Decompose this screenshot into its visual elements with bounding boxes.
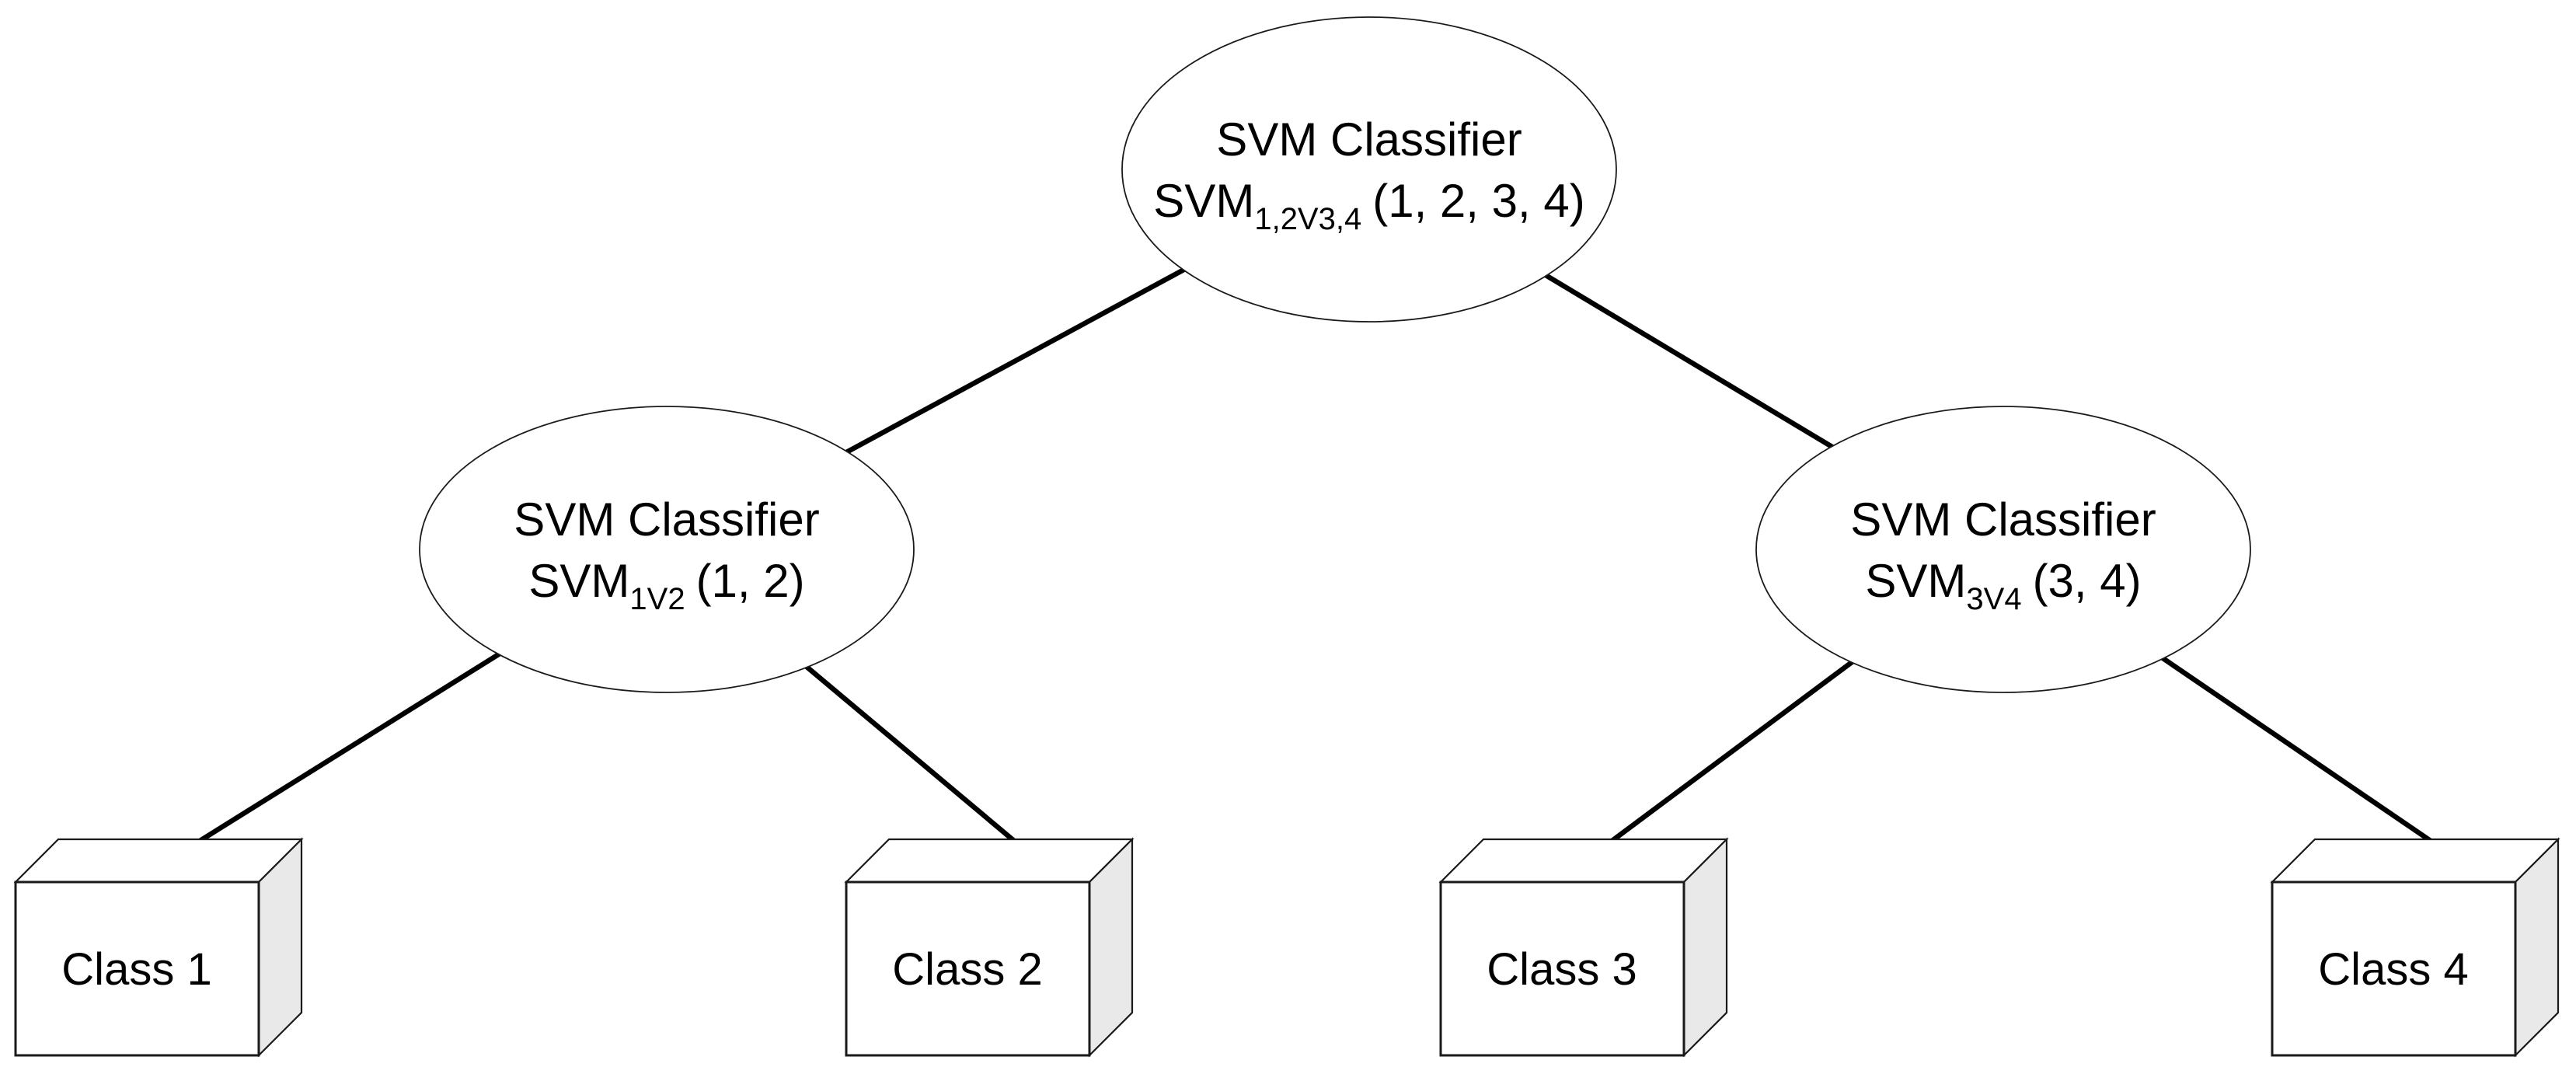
class-2-label: Class 2: [892, 944, 1042, 995]
right-formula-svm: SVM: [1865, 555, 1966, 607]
leaf-box-class-3: Class 3: [1438, 837, 1729, 1058]
root-ellipse: [1121, 16, 1617, 323]
root-formula: SVM1,2V3,4 (1, 2, 3, 4): [1153, 175, 1584, 236]
root-formula-args: (1, 2, 3, 4): [1372, 175, 1584, 227]
left-title: SVM Classifier: [514, 493, 819, 546]
right-title: SVM Classifier: [1850, 493, 2156, 546]
class-4-label: Class 4: [2318, 944, 2468, 995]
node-left-classifier: SVM Classifier SVM1V2 (1, 2): [419, 406, 915, 693]
left-formula-subscript: 1V2: [629, 582, 685, 616]
node-root-classifier: SVM Classifier SVM1,2V3,4 (1, 2, 3, 4): [1121, 16, 1617, 323]
leaf-box-class-1: Class 1: [13, 837, 304, 1058]
class-3-box-top-face: [1438, 838, 1729, 884]
left-formula-args: (1, 2): [696, 555, 805, 607]
class-1-box-front-face: [14, 880, 260, 1057]
right-formula: SVM3V4 (3, 4): [1865, 555, 2141, 616]
class-2-box-front-face: [845, 880, 1091, 1057]
right-ellipse: [1755, 406, 2251, 693]
class-1-box-top-face: [13, 838, 304, 884]
class-1-label: Class 1: [61, 944, 211, 995]
class-3-label: Class 3: [1487, 944, 1637, 995]
class-4-box-front-face: [2271, 880, 2517, 1057]
right-formula-args: (3, 4): [2033, 555, 2142, 607]
class-4-box-top-face: [2270, 838, 2560, 884]
class-3-box-front-face: [1439, 880, 1685, 1057]
right-formula-subscript: 3V4: [1966, 582, 2021, 616]
left-ellipse: [419, 406, 915, 693]
left-formula: SVM1V2 (1, 2): [528, 555, 804, 616]
root-title: SVM Classifier: [1216, 113, 1522, 166]
node-right-classifier: SVM Classifier SVM3V4 (3, 4): [1755, 406, 2251, 693]
root-formula-svm: SVM: [1153, 175, 1254, 227]
leaf-box-class-4: Class 4: [2270, 837, 2560, 1058]
root-formula-subscript: 1,2V3,4: [1254, 202, 1361, 236]
class-2-box-top-face: [844, 838, 1135, 884]
leaf-box-class-2: Class 2: [844, 837, 1135, 1058]
left-formula-svm: SVM: [528, 555, 629, 607]
